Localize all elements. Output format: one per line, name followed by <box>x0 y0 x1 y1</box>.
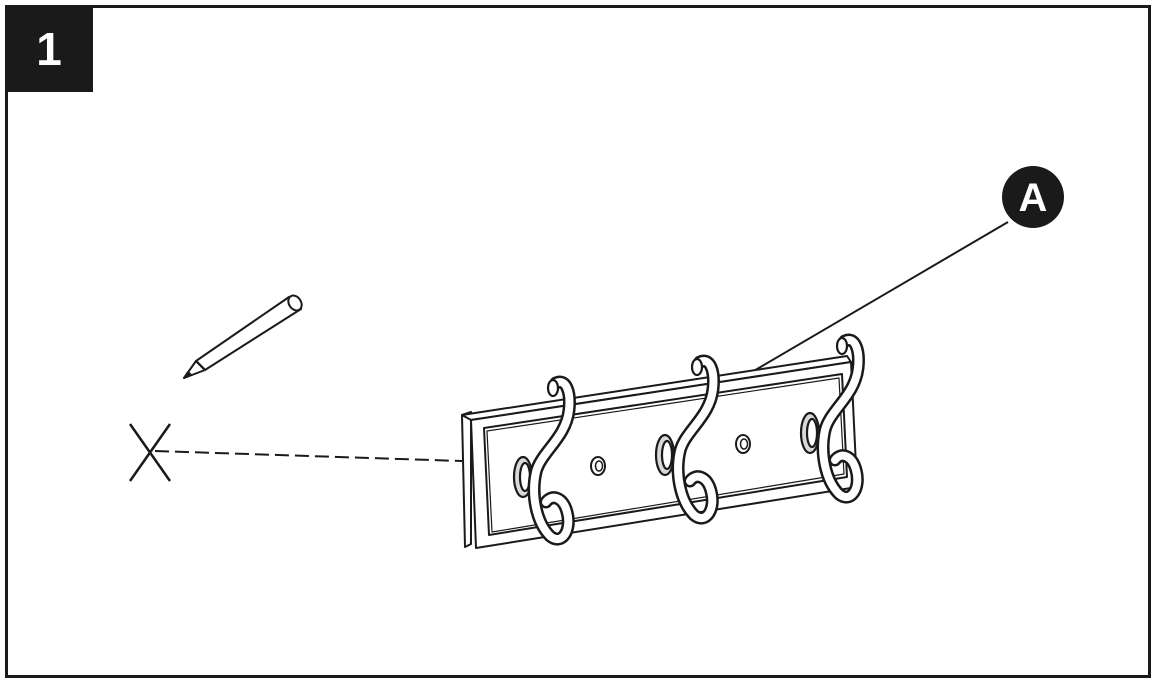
callout-leader-line <box>751 221 1009 373</box>
step-number-badge: 1 <box>5 5 93 92</box>
x-mark-icon <box>128 423 172 482</box>
step-frame <box>5 5 1151 678</box>
pencil-icon <box>183 294 303 379</box>
step-number: 1 <box>36 22 62 75</box>
callout-a: A <box>1002 166 1064 228</box>
callout-a-label: A <box>1019 176 1048 220</box>
coat-hook-icon <box>799 333 865 504</box>
coat-hook-icon <box>512 375 576 546</box>
alignment-dashed-line <box>154 450 463 462</box>
coat-hook-icon <box>654 354 720 525</box>
